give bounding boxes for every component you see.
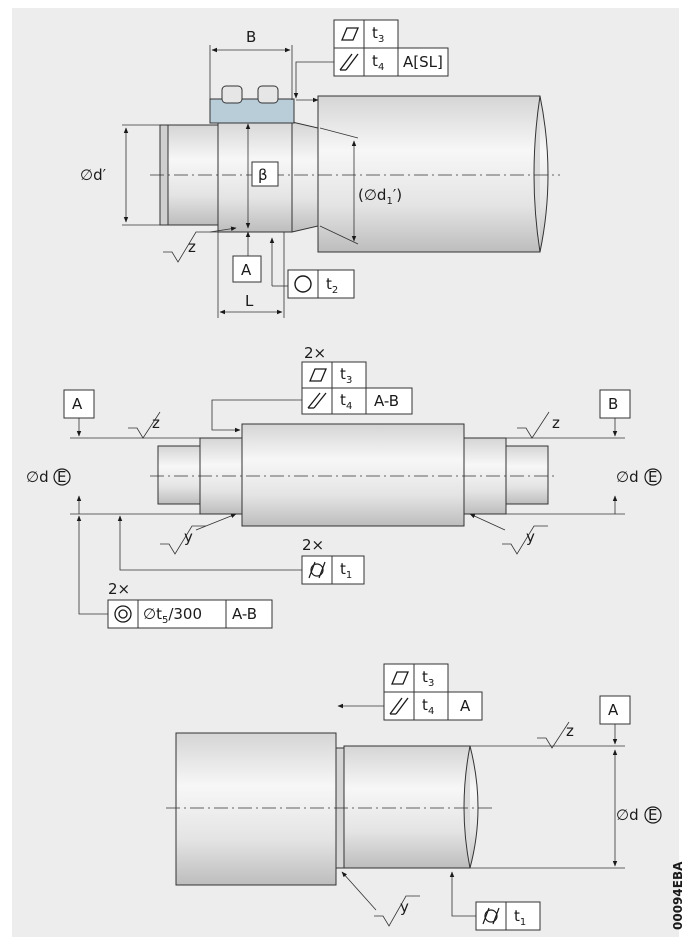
mid-mult-coax: 2× [108, 580, 130, 598]
mid-shaft-main [241, 423, 465, 527]
mid-roughness-y-right: y [469, 513, 548, 555]
dia-d-prime-label: ∅d′ [80, 166, 107, 184]
bottom-roughness-z: z [537, 721, 574, 749]
flatness-icon [341, 27, 359, 41]
svg-text:4: 4 [428, 706, 434, 717]
svg-text:t: t [340, 365, 346, 383]
svg-text:4: 4 [378, 62, 384, 73]
svg-text:z: z [152, 414, 160, 432]
top-view: B ∅d′ β (∅d1′) z L A [80, 19, 560, 318]
top-taper [291, 121, 319, 233]
mid-mult-top: 2× [304, 344, 326, 362]
bottom-shaft-large [175, 732, 337, 886]
dia-d1-prime-label: (∅d1′) [358, 186, 402, 207]
bottom-fcf-cyl-tol: t1 [514, 907, 526, 928]
bottom-envelope: E [648, 806, 657, 824]
middle-view: 2× t 3 t 4 A-B A ∅d E B [26, 344, 662, 629]
svg-text:A[SL]: A[SL] [403, 53, 443, 71]
svg-text:z: z [566, 722, 574, 740]
top-shaft-body [317, 95, 549, 253]
mid-fcf: t 3 t 4 A-B [211, 361, 413, 433]
mid-dia-right: ∅d [616, 468, 639, 486]
svg-text:A: A [460, 697, 471, 715]
bottom-roughness-y: y [341, 871, 420, 927]
top-fcf-round-tol: t2 [326, 275, 338, 296]
mid-fcf-coax-tol: ∅t5/300 [143, 605, 202, 626]
svg-text:y: y [526, 528, 535, 546]
mid-roughness-z-right: z [517, 411, 560, 439]
dim-B-label: B [246, 28, 256, 46]
svg-text:t: t [422, 668, 428, 686]
top-fcf: t 3 t 4 A[SL] [293, 19, 449, 103]
dim-L-label: L [245, 292, 254, 310]
svg-text:y: y [184, 528, 193, 546]
circularity-icon [294, 275, 312, 293]
svg-text:t: t [372, 52, 378, 70]
svg-text:3: 3 [428, 678, 434, 689]
svg-text:3: 3 [378, 34, 384, 45]
mid-envelope-left: E [57, 468, 66, 486]
coaxiality-icon [114, 605, 132, 623]
svg-text:A-B: A-B [374, 392, 399, 410]
mid-datum-A: A [72, 395, 83, 413]
svg-text:z: z [188, 238, 196, 256]
bottom-datum-A: A [608, 701, 619, 719]
mid-roughness-z-left: z [128, 411, 161, 439]
bottom-dia: ∅d [616, 806, 639, 824]
drawing-code: 00094EBA [671, 861, 685, 930]
mid-datum-B: B [608, 395, 618, 413]
mid-mult-cyl: 2× [302, 536, 324, 554]
top-datum-A: A [241, 261, 252, 279]
bottom-shaft-small [343, 745, 479, 869]
svg-text:z: z [552, 414, 560, 432]
top-bearing-ring [209, 98, 295, 124]
beta-label: β [258, 166, 268, 184]
mid-fcf-cyl-tol: t1 [340, 560, 352, 581]
cylindricity-icon [308, 561, 326, 579]
mid-dia-left: ∅d [26, 468, 49, 486]
mid-fcf-coax-ref: A-B [232, 605, 257, 623]
mid-envelope-right: E [648, 468, 657, 486]
svg-text:t: t [422, 696, 428, 714]
bottom-view: t 3 t 4 A A ∅d E z y [166, 663, 662, 931]
mid-roughness-y-left: y [160, 513, 237, 555]
total-runout-icon [339, 53, 359, 71]
svg-text:t: t [340, 391, 346, 409]
top-roughness-z: z [163, 226, 240, 263]
svg-text:3: 3 [346, 375, 352, 386]
bottom-fcf: t 3 t 4 A [337, 663, 483, 721]
svg-text:y: y [400, 898, 409, 916]
svg-text:t: t [372, 24, 378, 42]
svg-text:4: 4 [346, 401, 352, 412]
